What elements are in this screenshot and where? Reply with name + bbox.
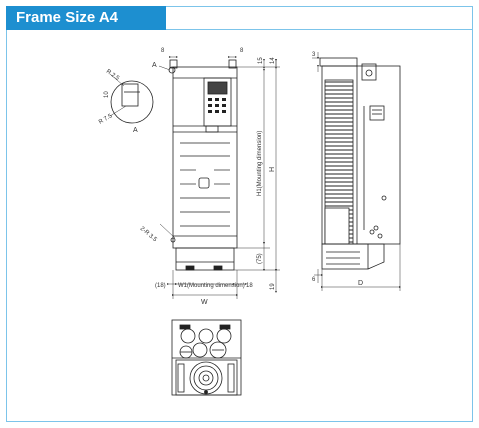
dim-bottom-right-small: 18 (246, 283, 253, 289)
dim-mounting-width: W1(Mounting dimension) (178, 283, 245, 289)
side-dimension-lines (312, 52, 401, 291)
dim-right-top-a: 15 (258, 57, 264, 64)
dim-corner-r25: R 2.5 (105, 69, 121, 83)
dim-side-top: 3 (312, 52, 316, 58)
dim-hole: 2-R 3.5 (139, 226, 158, 244)
dim-height: H (269, 167, 276, 172)
front-view (110, 59, 238, 271)
dim-top-left: 8 (161, 48, 165, 54)
front-fan-base (175, 247, 235, 271)
label-a-bottom: A (133, 127, 138, 134)
side-fan-base (321, 243, 369, 270)
side-top-bracket (361, 63, 377, 81)
top-left-tab (169, 59, 178, 69)
bottom-view (171, 319, 242, 396)
keypad-display (207, 81, 228, 95)
page-title: Frame Size A4 (6, 6, 166, 30)
dim-width: W (201, 299, 208, 306)
fan-circle (189, 361, 223, 395)
front-dimension-lines (109, 56, 280, 299)
dim-bottom-right-vert: 19 (270, 283, 276, 290)
center-badge (198, 177, 210, 189)
dim-depth: D (358, 280, 363, 287)
detail-a-circle (110, 80, 154, 124)
front-vents (180, 142, 230, 227)
dim-side-bottom-left: 6 (312, 277, 316, 283)
dim-corner-10: 10 (104, 91, 110, 98)
dim-mounting-height: H1(Mounting dimension) (257, 131, 263, 196)
diagram-card (6, 6, 473, 422)
top-right-tab (228, 59, 237, 69)
dim-right-top-b: 14 (270, 57, 276, 64)
title-rule (166, 29, 473, 30)
dim-top-right: 8 (240, 48, 244, 54)
label-a-top: A (152, 62, 157, 69)
dim-bottom-left-paren: (18) (155, 283, 166, 289)
dim-height-75: (75) (257, 253, 263, 264)
side-view (319, 57, 401, 270)
